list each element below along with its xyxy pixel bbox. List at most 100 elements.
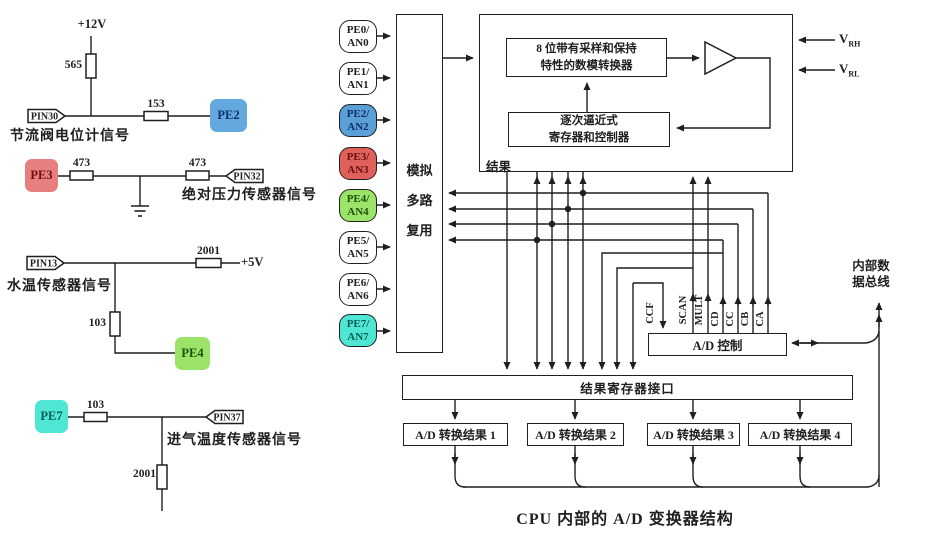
mux-label-1: 模拟: [406, 163, 433, 178]
resistor-473b-label: 473: [188, 157, 207, 169]
resistor-473a-label: 473: [72, 157, 91, 169]
pin32-connector: [224, 168, 264, 184]
channel-pe7-an7: PE7/AN7: [339, 314, 377, 347]
resistor-103-b: [83, 411, 108, 423]
pe4-pad: PE4: [175, 337, 210, 370]
channel-label: AN3: [347, 163, 369, 176]
pe4-pad-label: PE4: [181, 346, 204, 360]
resistor-2001-a: [195, 257, 222, 269]
ad-result-2-label: A/D 转换结果 2: [535, 428, 616, 442]
channel-pe2-an2: PE2/AN2: [339, 104, 377, 137]
channel-label: PE1/: [346, 66, 370, 79]
vrl-label: VRL: [839, 61, 860, 79]
resistor-565-label: 565: [64, 59, 82, 71]
signal-ccf-label: CCF: [645, 302, 656, 324]
ad-control-box: A/D 控制: [648, 333, 787, 356]
pressure-signal-label: 绝对压力传感器信号: [182, 188, 317, 203]
channel-pe6-an6: PE6/AN6: [339, 273, 377, 306]
resistor-153-label: 153: [147, 98, 165, 110]
pin-connector-labels: PIN30 PIN32 PIN13 PIN37: [30, 112, 261, 424]
pe7-pad-label: PE7: [40, 409, 63, 423]
pe3-pad-label: PE3: [30, 168, 53, 182]
ad-control-label: A/D 控制: [692, 339, 743, 353]
signal-cb-label: CB: [740, 311, 751, 327]
channel-label: PE0/: [346, 24, 370, 37]
internal-bus-label: 内部数 据总线: [838, 259, 904, 290]
sample-hold-line1: 8 位带有采样和保持: [536, 42, 637, 55]
sar-box: 逐次逼近式 寄存器和控制器: [508, 112, 670, 147]
result-text: 结果: [486, 160, 512, 174]
ad-result-1-label: A/D 转换结果 1: [415, 428, 496, 442]
signal-cd-label: CD: [710, 311, 721, 327]
channel-pe0-an0: PE0/AN0: [339, 20, 377, 53]
sample-hold-line2: 特性的数模转换器: [540, 59, 633, 72]
pin-connectors: [26, 108, 264, 425]
scan-mult-lines: [689, 176, 712, 333]
channel-pe3-an3: PE3/AN3: [339, 147, 377, 180]
vrl-sub: RL: [848, 69, 860, 79]
pin37-label: PIN37: [213, 413, 240, 424]
comparator-triangle: [704, 40, 738, 76]
sample-hold-dac-box: 8 位带有采样和保持 特性的数模转换器: [506, 38, 667, 77]
channel-label: AN0: [347, 36, 369, 49]
vrh-sub: RH: [848, 39, 861, 49]
sar-line1: 逐次逼近式: [560, 114, 618, 127]
ad-result-4-label: A/D 转换结果 4: [759, 428, 841, 442]
resistor-103b-label: 103: [86, 399, 105, 411]
converter-internal-wires: [443, 36, 835, 132]
water-temp-signal-label: 水温传感器信号: [7, 279, 112, 294]
supply-12v-label: +12V: [77, 17, 107, 31]
resistor-2001-b: [156, 464, 168, 490]
vrh-base: V: [839, 31, 849, 46]
pe3-pad: PE3: [25, 159, 58, 192]
channel-label: PE5/: [346, 235, 370, 248]
vrl-base: V: [839, 61, 849, 76]
figure-caption: CPU 内部的 A/D 变换器结构: [516, 511, 734, 528]
channel-pe5-an5: PE5/AN5: [339, 231, 377, 264]
mux-select-lines: [448, 189, 772, 333]
channel-label: PE2/: [346, 108, 370, 121]
internal-bus-line1: 内部数: [852, 259, 890, 273]
sar-line2: 寄存器和控制器: [548, 131, 630, 144]
supply-5v-label: +5V: [241, 255, 264, 269]
pin30-label: PIN30: [31, 112, 58, 123]
resistor-103-a: [109, 311, 121, 337]
ad-result-3-label: A/D 转换结果 3: [653, 428, 734, 442]
signal-ca-label: CA: [755, 311, 766, 327]
pe2-pad: PE2: [210, 99, 247, 132]
channel-pe4-an4: PE4/AN4: [339, 189, 377, 222]
resistor-565: [85, 53, 97, 79]
ad-result-1-box: A/D 转换结果 1: [403, 423, 508, 446]
channel-label: AN2: [347, 120, 369, 133]
resistor-2001b-label: 2001: [133, 468, 156, 480]
pin13-connector: [26, 255, 66, 271]
channel-label: AN5: [347, 247, 369, 260]
ad-result-2-box: A/D 转换结果 2: [527, 423, 624, 446]
result-to-bus-lines: [451, 446, 880, 488]
pin30-connector: [27, 108, 67, 124]
channel-label: PE6/: [346, 277, 370, 290]
converter-outer-box: [479, 14, 793, 172]
resistor-473-b: [185, 170, 210, 181]
status-branch-lines: [598, 252, 723, 370]
mux-label-2: 多路: [406, 193, 433, 208]
channel-label: AN1: [347, 78, 369, 91]
signal-mult-label: MULT: [694, 294, 705, 326]
channel-label: AN6: [347, 289, 369, 302]
result-data-lines: [503, 172, 587, 370]
resistor-153: [143, 110, 169, 122]
channel-arrows: [377, 32, 391, 335]
channel-label: AN4: [347, 205, 369, 218]
pin32-label: PIN32: [233, 172, 260, 183]
signal-scan-label: SCAN: [678, 295, 689, 325]
pin13-label: PIN13: [30, 259, 57, 270]
result-register-interface-box: 结果寄存器接口: [402, 375, 853, 400]
mux-label-3: 复用: [406, 223, 433, 238]
analog-mux-box: 模拟 多路 复用: [396, 14, 443, 353]
throttle-signal-label: 节流阀电位计信号: [10, 129, 130, 144]
intake-temp-signal-label: 进气温度传感器信号: [167, 433, 302, 448]
ground-symbol: [131, 205, 149, 217]
pe2-pad-label: PE2: [217, 108, 240, 122]
ad-result-4-box: A/D 转换结果 4: [748, 423, 852, 446]
